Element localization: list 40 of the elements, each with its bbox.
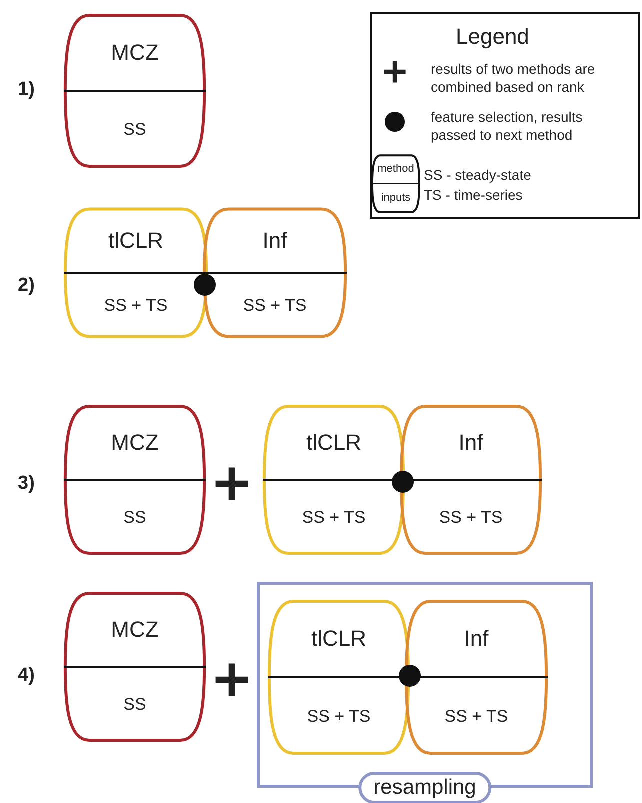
input-label: SS + TS — [444, 708, 508, 725]
method-barrel — [203, 208, 347, 338]
row-number: 2) — [18, 274, 35, 298]
row-number: 1) — [18, 78, 35, 102]
method-barrel — [400, 405, 542, 555]
method-name: tlCLR — [311, 628, 366, 650]
method-name: MCZ — [111, 432, 159, 454]
input-label: SS — [124, 121, 146, 138]
input-label: SS — [124, 696, 146, 713]
method-name: Inf — [464, 628, 489, 650]
row-number: 3) — [18, 472, 35, 496]
method-name: method — [378, 164, 414, 175]
method-barrel — [372, 155, 420, 213]
input-label: SS + TS — [307, 708, 371, 725]
method-name: Inf — [262, 230, 288, 252]
row-number: 4) — [18, 664, 35, 688]
method-barrel — [64, 405, 206, 555]
group-label: resampling — [358, 772, 492, 803]
method-name: tlCLR — [306, 432, 362, 454]
input-label: SS + TS — [302, 509, 366, 526]
legend-text: TS - time-series — [424, 186, 523, 204]
legend-text: results of two methods are combined based on rank — [431, 60, 596, 96]
input-label: SS — [124, 509, 146, 526]
method-barrel — [64, 208, 208, 338]
method-name: MCZ — [111, 618, 159, 640]
legend-text: SS - steady-state — [424, 166, 532, 184]
legend-title: Legend — [456, 23, 530, 51]
method-name: Inf — [458, 432, 484, 454]
input-label: inputs — [381, 193, 411, 204]
input-label: SS + TS — [243, 297, 307, 314]
input-label: SS + TS — [439, 509, 503, 526]
legend-text: feature selection, results passed to next method — [431, 108, 584, 144]
method-barrel — [64, 14, 206, 168]
method-barrel — [268, 600, 410, 755]
method-name: MCZ — [111, 42, 159, 64]
method-name: tlCLR — [108, 230, 164, 252]
input-label: SS + TS — [104, 297, 168, 314]
method-barrel — [64, 592, 206, 742]
method-barrel — [405, 600, 548, 755]
method-barrel — [263, 405, 405, 555]
